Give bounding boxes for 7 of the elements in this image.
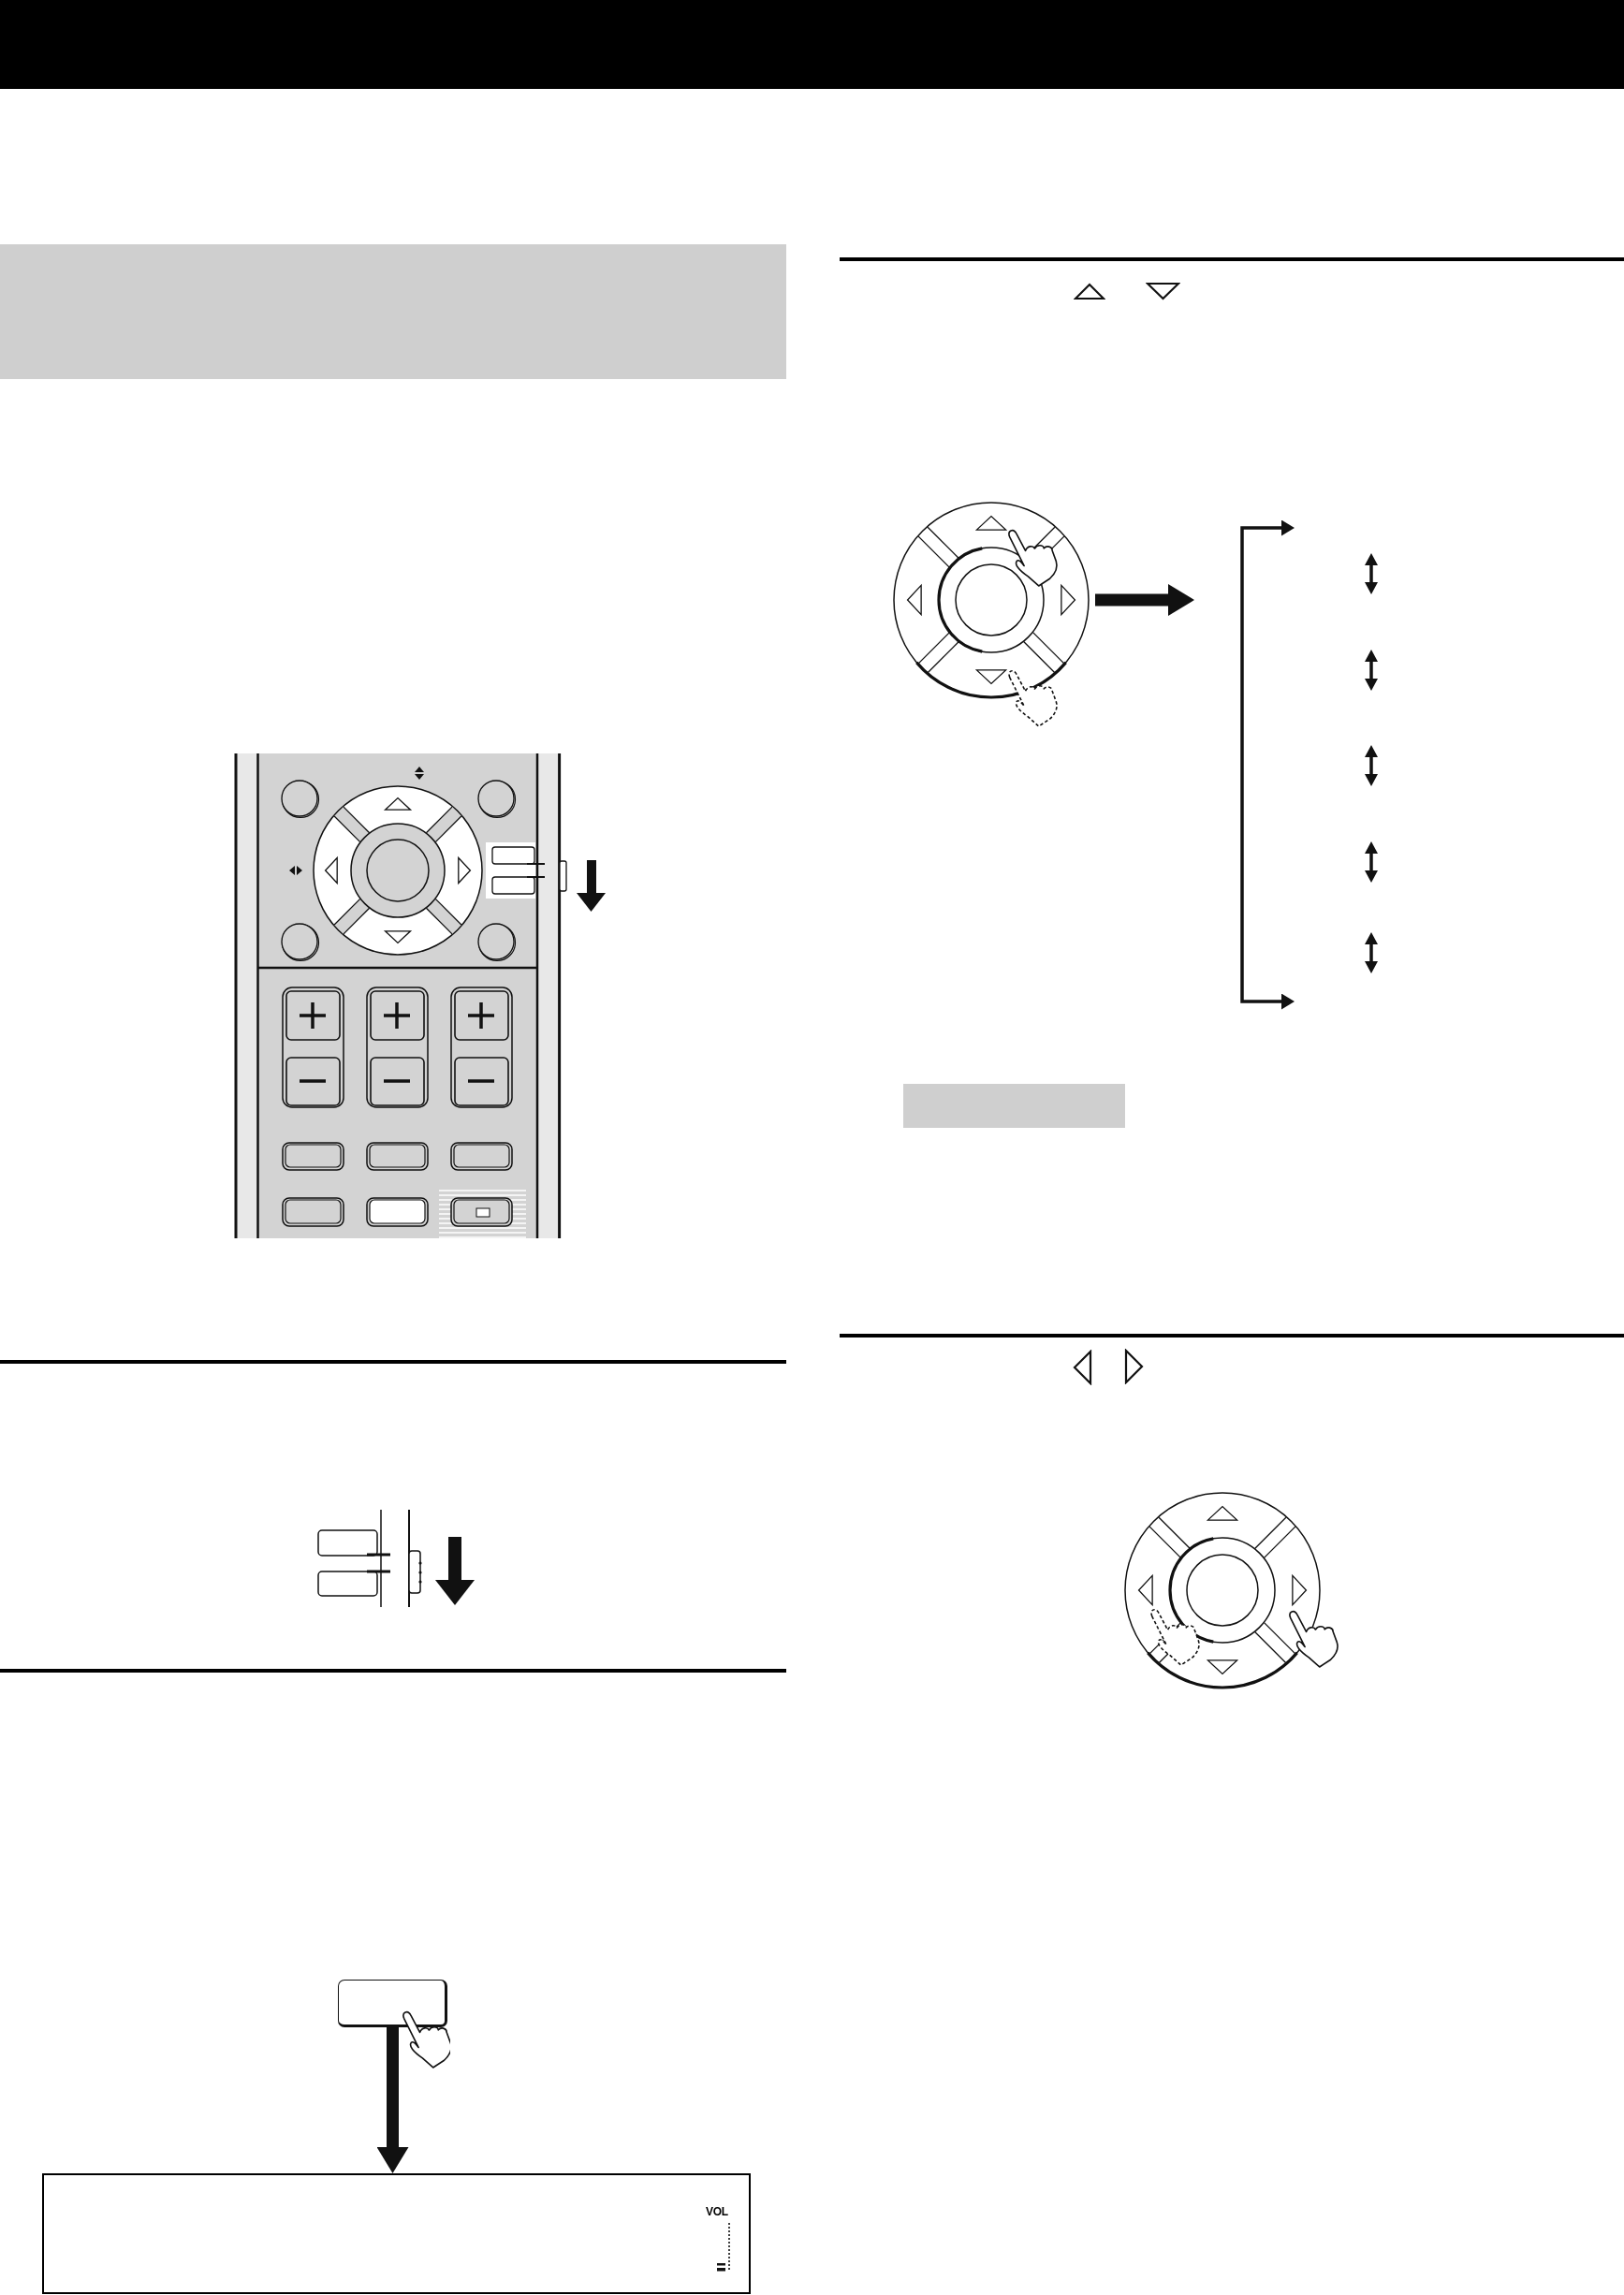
remote-button <box>338 1980 447 2027</box>
arrow <box>1095 584 1194 616</box>
arrow <box>376 2027 409 2173</box>
note-band <box>903 1084 1125 1128</box>
heading-band <box>0 244 786 379</box>
volume-label: VOL <box>706 2206 728 2217</box>
display-panel <box>42 2173 751 2294</box>
